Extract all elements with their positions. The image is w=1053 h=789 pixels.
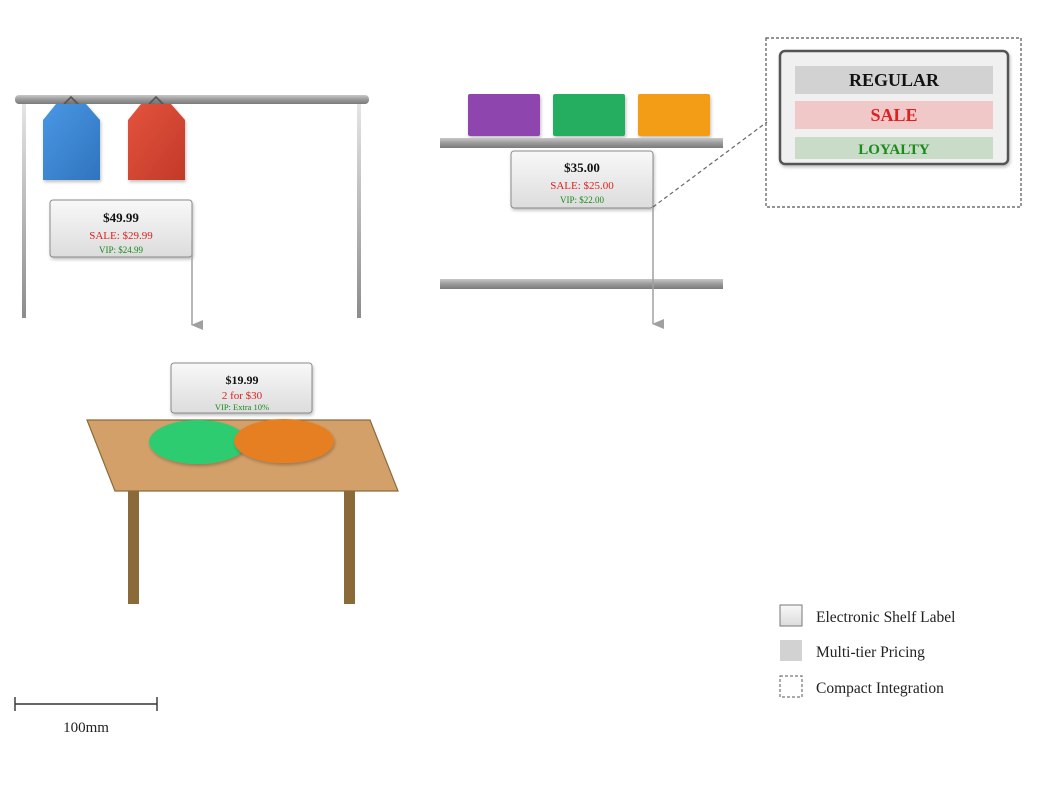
zoom-loyalty-band — [795, 137, 993, 159]
rack-price-label — [49, 199, 193, 258]
shelf-top — [440, 138, 723, 148]
shirt-blue — [43, 95, 100, 180]
shelf-regular-price: $35.00 — [564, 160, 600, 175]
shirt-red — [128, 95, 185, 180]
rack-bar — [15, 95, 369, 104]
table-leg-right — [344, 490, 355, 604]
legend-swatch-compact — [779, 675, 803, 698]
produce-orange — [234, 419, 334, 463]
legend-swatch-multitier — [780, 640, 802, 661]
rack-regular-price: $49.99 — [103, 210, 139, 225]
rack-post-left — [22, 100, 26, 318]
rack-vip-price: VIP: $24.99 — [99, 245, 144, 255]
table-leg-left — [128, 490, 139, 604]
shelf-sale-price: SALE: $25.00 — [550, 180, 614, 192]
zoom-regular-text: REGULAR — [849, 70, 940, 90]
box-purple — [468, 94, 540, 136]
scale-bar-label: 100mm — [63, 720, 109, 736]
box-green — [553, 94, 625, 136]
produce-green — [149, 420, 247, 464]
rack-sale-price: SALE: $29.99 — [89, 230, 153, 242]
table-price-label — [170, 362, 313, 414]
box-orange — [638, 94, 710, 136]
legend-label-multitier: Multi-tier Pricing — [816, 644, 925, 661]
table-vip-price: VIP: Extra 10% — [215, 402, 269, 412]
shelf-unit — [440, 94, 723, 289]
legend-label-compact: Compact Integration — [816, 680, 944, 697]
shelf-bottom — [440, 279, 723, 289]
table-regular-price: $19.99 — [226, 373, 259, 387]
zoom-loyalty-text: LOYALTY — [858, 142, 930, 158]
legend-swatch-esl — [779, 604, 803, 627]
table-deal-price: 2 for $30 — [222, 390, 263, 402]
scale-bar — [14, 697, 158, 711]
clothing-rack — [15, 95, 369, 318]
zoom-connector — [652, 121, 768, 208]
zoom-sale-text: SALE — [870, 105, 917, 125]
zoom-regular-band — [795, 66, 993, 94]
legend: Electronic Shelf Label Multi-tier Pricin… — [779, 604, 955, 698]
rack-post-right — [357, 100, 361, 318]
shelf-price-label — [510, 150, 654, 209]
legend-label-esl: Electronic Shelf Label — [816, 609, 955, 626]
zoom-sale-band — [795, 101, 993, 129]
produce-table — [86, 419, 399, 604]
zoom-box — [765, 37, 1022, 208]
shelf-vip-price: VIP: $22.00 — [560, 195, 605, 205]
